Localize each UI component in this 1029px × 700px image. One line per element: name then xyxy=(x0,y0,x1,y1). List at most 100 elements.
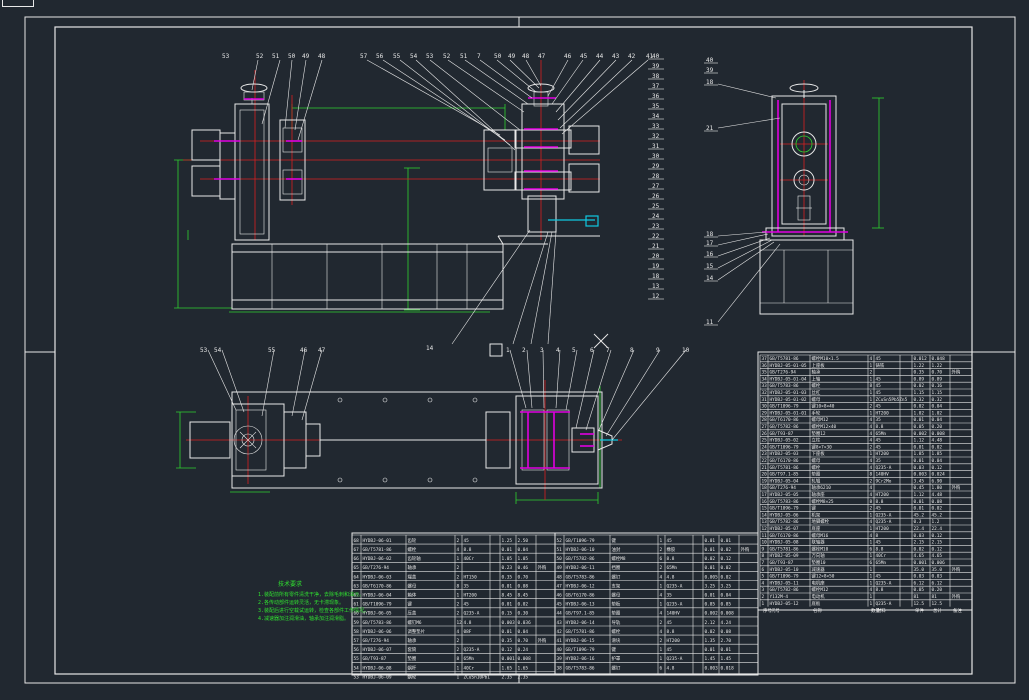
balloon-label: 7 xyxy=(477,53,481,60)
bom-cell: GB/T276-94 xyxy=(770,485,797,491)
bom-cell: 键10×8×40 xyxy=(812,403,835,410)
bom-cell: 23 xyxy=(762,451,768,457)
bom-cell: GB/T5781-86 xyxy=(770,356,799,362)
bom-cell: 0.35 xyxy=(502,574,513,580)
bom-cell: 2.15 xyxy=(914,540,925,546)
bom-cell: 0.006 xyxy=(932,560,946,566)
bom-cell: 万向轴 xyxy=(812,552,826,559)
bom-cell: 0.12 xyxy=(932,465,943,471)
bom-cell: 2.70 xyxy=(721,638,732,644)
bom-cell: 4.8 xyxy=(464,620,472,626)
bom-cell: 0.02 xyxy=(721,574,732,580)
balloon-label: 29 xyxy=(652,163,660,170)
bom-cell: HYDBJ-05-01-01 xyxy=(770,410,807,416)
bom-cell: 8 xyxy=(870,472,873,478)
bom-cell: GB/T97.1-85 xyxy=(770,472,799,478)
balloon-label: 22 xyxy=(652,233,660,240)
bom-cell: 1.22 xyxy=(932,363,943,369)
balloon-label: 55 xyxy=(268,347,276,354)
balloon-label: 11 xyxy=(706,319,714,326)
bom-cell: 6 xyxy=(762,567,765,573)
balloon-label: 54 xyxy=(214,347,222,354)
bom-cell: 0.12 xyxy=(932,546,943,552)
bom-cell: 减速器 xyxy=(812,566,826,573)
bom-cell: Q235-A xyxy=(876,580,892,586)
bom-cell: 2.50 xyxy=(518,538,529,544)
bom-cell: 35 xyxy=(876,458,882,464)
bom-cell: 2 xyxy=(457,638,460,644)
balloon-label: 40 xyxy=(706,57,714,64)
balloon-label: 21 xyxy=(706,125,714,132)
bom-cell: 0.01 xyxy=(914,499,925,505)
bom-cell: 外购 xyxy=(538,564,547,571)
bom-cell: 13 xyxy=(762,519,768,525)
bom-cell: HYDBJ-06-06 xyxy=(363,629,392,635)
balloon-label: 13 xyxy=(652,283,660,290)
bom-cell: 63 xyxy=(354,583,360,589)
bom-cell: HYDBJ-06-15 xyxy=(566,638,595,644)
bom-cell: 1.12 xyxy=(914,492,925,498)
balloon-label: 48 xyxy=(318,53,326,60)
bom-cell: HT200 xyxy=(876,526,890,532)
bom-cell: GB/T1096-79 xyxy=(770,444,799,450)
bom-cell: 外购 xyxy=(741,546,750,553)
bom-cell: 0.20 xyxy=(932,587,943,593)
bom-cell: 电机座 xyxy=(812,579,826,586)
bom-cell: 25 xyxy=(762,438,768,444)
bom-cell: 0.04 xyxy=(932,458,943,464)
bom-cell: HYDBJ-05-03 xyxy=(770,451,799,457)
bom-cell: HYDBJ-05-07 xyxy=(770,526,799,532)
bom-cell: HYDBJ-05-02 xyxy=(770,438,799,444)
bom-cell: 8.45 xyxy=(518,593,529,599)
bom-cell: 4.24 xyxy=(721,620,732,626)
bom-cell: HYDBJ-05-01-03 xyxy=(770,390,807,396)
balloon-label: 44 xyxy=(596,53,604,60)
bom-cell: HYDBJ-06-01 xyxy=(363,538,392,544)
bom-cell: Q235-A xyxy=(667,583,683,589)
bom-cell: 螺母M12 xyxy=(812,416,829,423)
balloon-label: 53 xyxy=(426,53,434,60)
bom-cell: 0.70 xyxy=(518,638,529,644)
side-view xyxy=(759,80,884,315)
bom-cell: 0.03 xyxy=(932,574,943,580)
bom-cell: HT200 xyxy=(876,492,890,498)
bom-cell: 齿轮 xyxy=(408,537,417,544)
bom-cell: 1 xyxy=(660,647,663,653)
bom-cell: 35 xyxy=(876,417,882,423)
bom-cell: 外购 xyxy=(538,637,547,644)
bom-cell: 0.23 xyxy=(502,565,513,571)
bom-cell: 0.04 xyxy=(932,417,943,423)
bom-cell: 手轮 xyxy=(812,409,821,416)
bom-cell: 8.8 xyxy=(667,629,675,635)
bom-cell: 0.01 xyxy=(914,506,925,512)
balloon-label: 52 xyxy=(443,53,451,60)
bom-cell: 联轴器 xyxy=(812,539,826,546)
balloon-label: 50 xyxy=(288,53,296,60)
bom-cell: GB/T5782-86 xyxy=(770,587,799,593)
balloon-label: 33 xyxy=(652,123,660,130)
bom-cell: 45 xyxy=(667,620,673,626)
bom-cell: 丝杠 xyxy=(812,389,821,396)
bom-cell: 0.01 xyxy=(705,593,716,599)
bom-cell: HYDBJ-06-16 xyxy=(566,656,595,662)
bom-cell: 0.02 xyxy=(914,383,925,389)
bom-cell: 21 xyxy=(762,465,768,471)
bom-cell: 0.02 xyxy=(932,506,943,512)
bom-cell: HT200 xyxy=(464,593,478,599)
balloon-label: 31 xyxy=(652,143,660,150)
balloon-label: 19 xyxy=(652,263,660,270)
bom-cell: HYDBJ-06-02 xyxy=(363,556,392,562)
bom-cell: 机架 xyxy=(812,511,821,518)
front-view xyxy=(174,60,600,313)
bom-cell: 0.12 xyxy=(502,647,513,653)
bom-cell: 3 xyxy=(762,587,765,593)
bom-cell: 42 xyxy=(557,629,563,635)
bom-cell: GB/T93-87 xyxy=(363,656,387,662)
bom-cell: 螺钉 xyxy=(612,573,621,580)
bom-cell: 9Cr2Mo xyxy=(876,478,892,484)
balloon-label: 36 xyxy=(652,93,660,100)
bom-cell: 2.35 xyxy=(502,674,513,680)
bom-cell: 6.90 xyxy=(932,478,943,484)
bom-cell: 3.45 xyxy=(914,478,925,484)
